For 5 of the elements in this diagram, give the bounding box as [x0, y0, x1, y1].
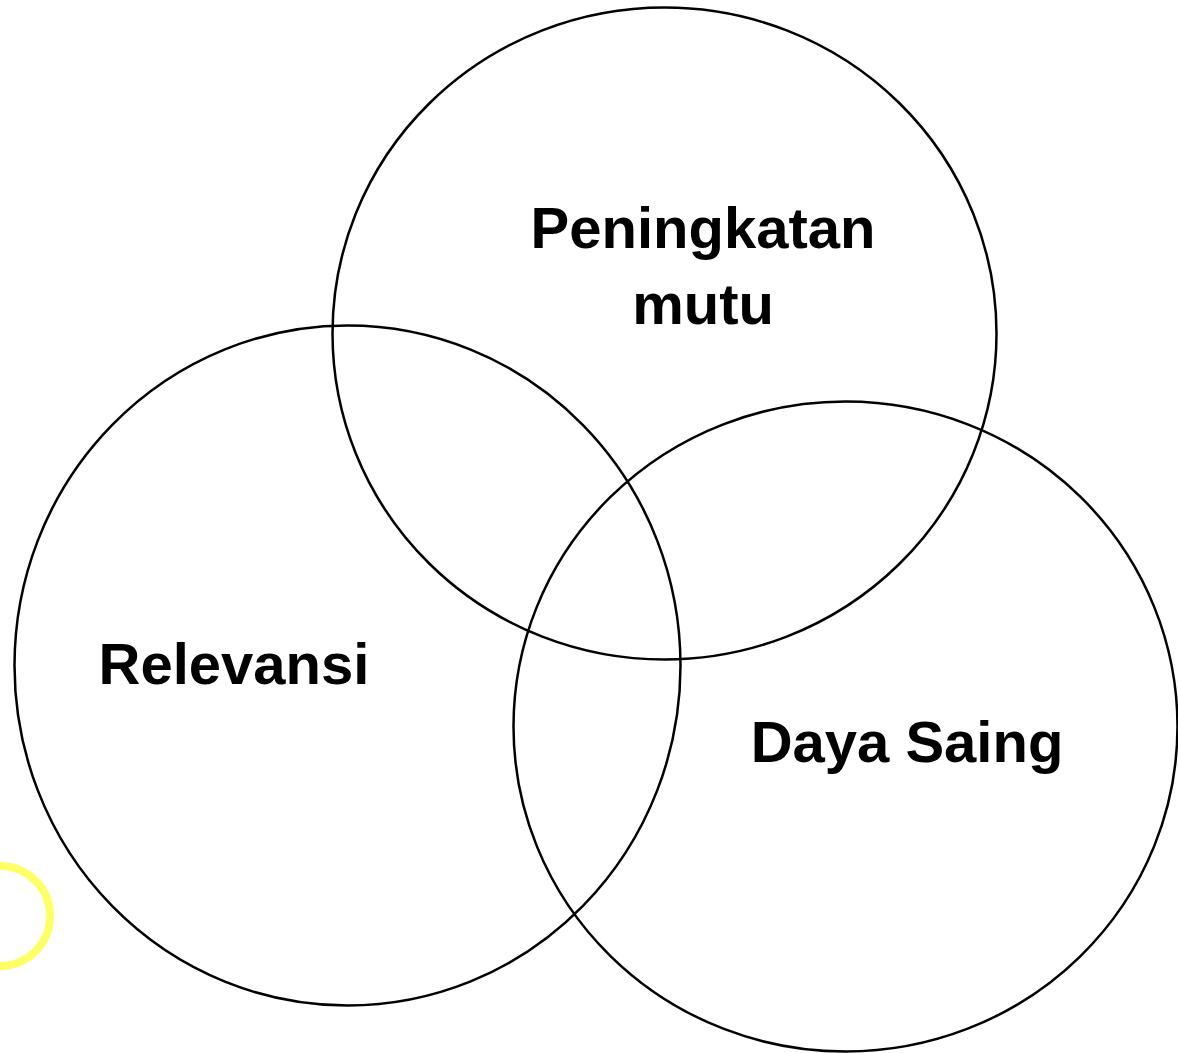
venn-circle	[511, 399, 1178, 1053]
circle-label: Relevansi	[97, 630, 371, 698]
venn-circle	[12, 323, 682, 1007]
circle-label: Peningkatan mutu	[529, 194, 877, 338]
circle-label: Daya Saing	[749, 708, 1065, 776]
